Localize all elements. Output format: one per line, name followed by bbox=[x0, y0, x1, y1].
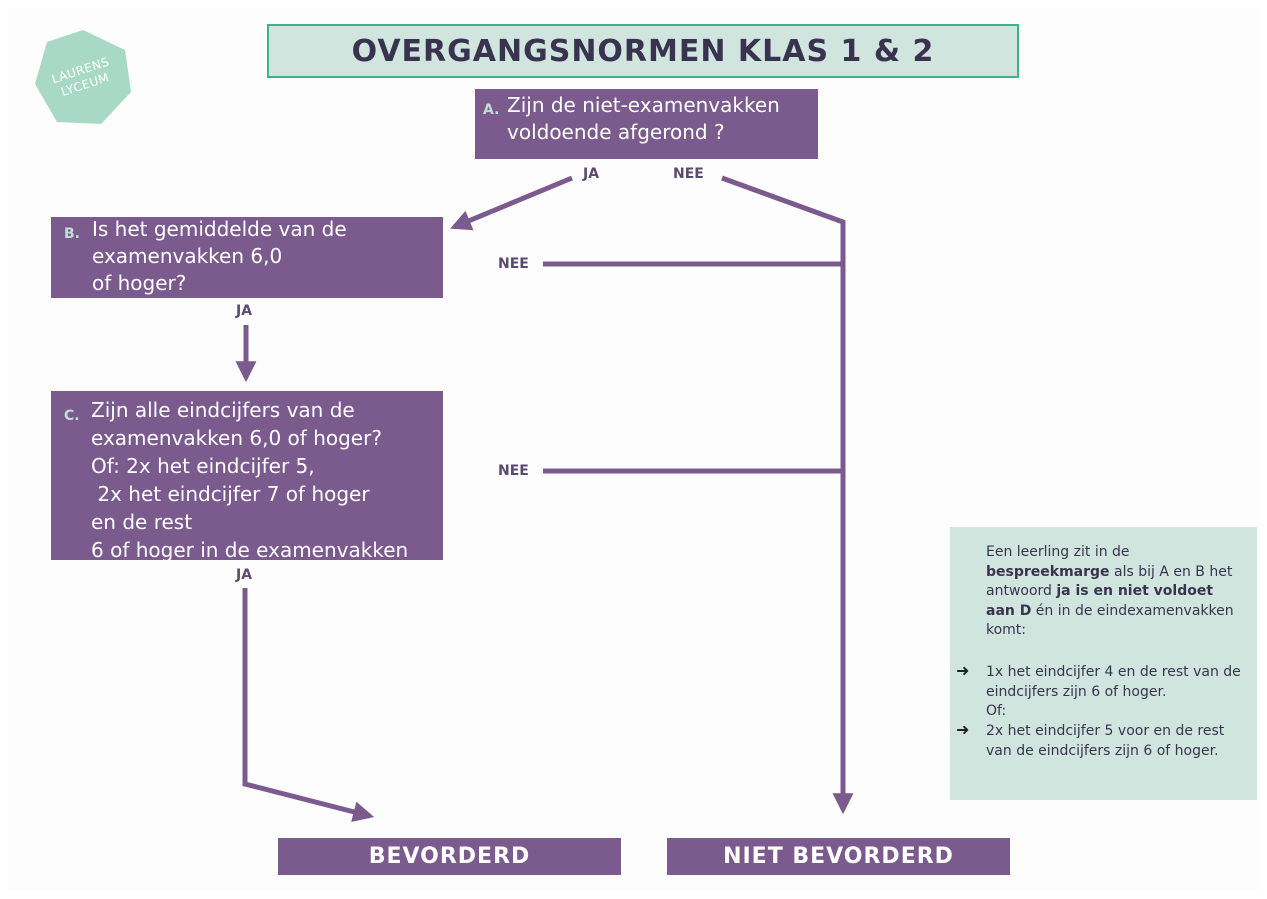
question-a-line-1: Zijn de niet-examenvakken bbox=[507, 93, 780, 117]
result-niet-bevorderd: NIET BEVORDERD bbox=[667, 838, 1010, 875]
question-a-letter: A. bbox=[483, 102, 500, 118]
question-c-box: C. Zijn alle eindcijfers van de examenva… bbox=[51, 391, 443, 562]
question-b-line-3: of hoger? bbox=[92, 271, 187, 295]
edge-label-b-ja: JA bbox=[236, 303, 253, 319]
right-arrow-icon: ➜ bbox=[956, 720, 970, 739]
question-c-letter: C. bbox=[64, 408, 80, 424]
question-c-line-3: Of: 2x het eindcijfer 5, bbox=[91, 454, 315, 478]
question-c-line-5: en de rest bbox=[91, 510, 193, 534]
edge-label-b-nee: NEE bbox=[498, 256, 529, 272]
bespreekmarge-note: Een leerling zit in de bespreekmarge als… bbox=[950, 527, 1257, 800]
edge-label-c-nee: NEE bbox=[498, 463, 529, 479]
line-a-nee bbox=[721, 175, 854, 815]
question-a-line-2: voldoende afgerond ? bbox=[507, 120, 725, 144]
note-intro-bold-2: ja is en niet voldoet aan D bbox=[986, 583, 1214, 619]
note-intro-text-1: Een leerling zit in de bbox=[986, 544, 1130, 560]
question-c-line-4: 2x het eindcijfer 7 of hoger bbox=[91, 482, 370, 506]
right-arrow-icon: ➜ bbox=[956, 661, 970, 680]
edge-label-a-ja: JA bbox=[583, 166, 600, 182]
question-b-box: B. Is het gemiddelde van de examenvakken… bbox=[51, 217, 443, 298]
note-intro: Een leerling zit in de bespreekmarge als… bbox=[986, 543, 1236, 641]
question-c-line-2: examenvakken 6,0 of hoger? bbox=[91, 426, 382, 450]
note-intro-bold-1: bespreekmarge bbox=[986, 563, 1110, 580]
question-b-line-2: examenvakken 6,0 bbox=[92, 244, 283, 268]
edge-label-c-ja: JA bbox=[236, 567, 253, 583]
note-item-1: 1x het eindcijfer 4 en de rest van de ei… bbox=[986, 664, 1241, 700]
laurens-lyceum-logo bbox=[35, 30, 131, 124]
page-title: OVERGANGSNORMEN KLAS 1 & 2 bbox=[267, 24, 1019, 78]
question-b-line-1: Is het gemiddelde van de bbox=[92, 217, 347, 241]
result-bevorderd: BEVORDERD bbox=[278, 838, 621, 875]
arrow-a-ja bbox=[450, 175, 573, 231]
note-intro-text-3: én in de eindexamenvakken komt: bbox=[986, 602, 1234, 639]
note-or: Of: bbox=[986, 703, 1007, 719]
question-c-line-1: Zijn alle eindcijfers van de bbox=[91, 398, 355, 422]
question-a-box: A. Zijn de niet-examenvakken voldoende a… bbox=[475, 89, 818, 159]
question-b-letter: B. bbox=[64, 226, 80, 242]
note-item-2: 2x het eindcijfer 5 voor en de rest van … bbox=[986, 723, 1225, 759]
arrow-c-ja bbox=[242, 588, 375, 823]
edge-label-a-nee: NEE bbox=[673, 166, 704, 182]
note-intro-text-2: als bij A en B het antwoord bbox=[986, 563, 1233, 600]
question-c-line-6: 6 of hoger in de examenvakken bbox=[91, 538, 409, 562]
